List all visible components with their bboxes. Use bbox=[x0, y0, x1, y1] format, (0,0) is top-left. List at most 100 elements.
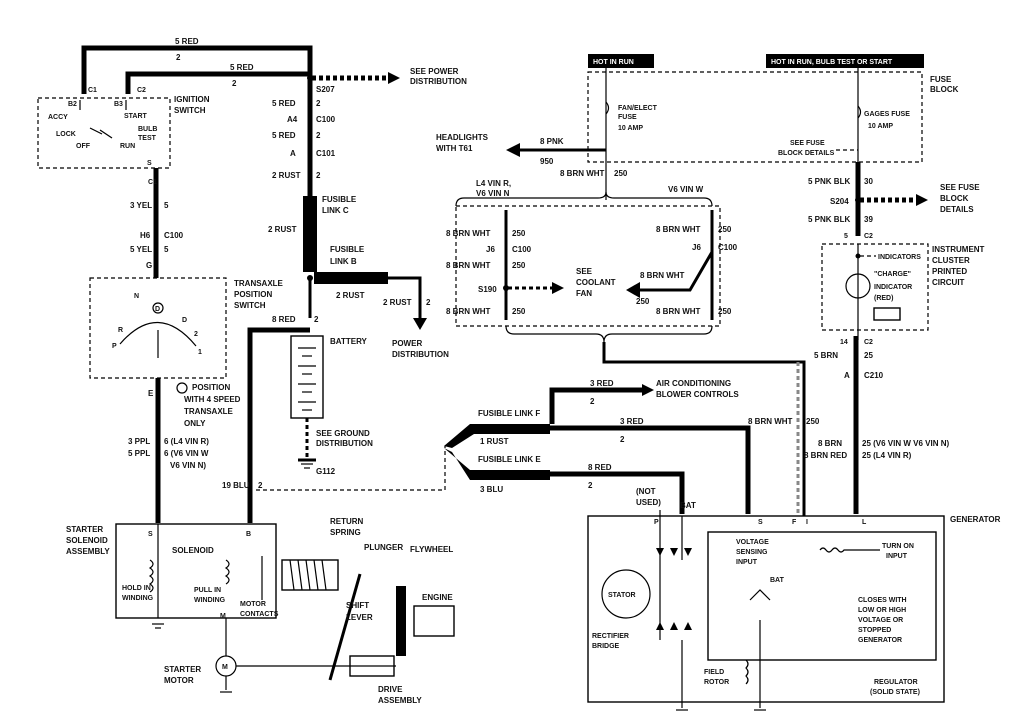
right-column-brnred8-label: 8 BRN RED bbox=[804, 451, 847, 460]
right-column-red-label: (RED) bbox=[874, 295, 893, 302]
lower-mid-fusible-f-label: FUSIBLE LINK F bbox=[478, 409, 540, 418]
left-column-power-2-label: DISTRIBUTION bbox=[392, 350, 449, 359]
generator-p-label: P bbox=[654, 519, 659, 526]
generator-i-label: I bbox=[806, 519, 808, 526]
hot-in-run-bulb-header: HOT IN RUN, BULB TEST OR START bbox=[766, 54, 924, 68]
middle-headlights-2-label: WITH T61 bbox=[436, 144, 473, 153]
starter-b-label: B bbox=[246, 531, 251, 538]
ignition-run-label: RUN bbox=[120, 143, 135, 150]
starter-pull-1-label: PULL IN bbox=[194, 587, 221, 594]
generator-regulator-1-label: REGULATOR bbox=[874, 679, 918, 686]
middle-brnwht-l3-label: 8 BRN WHT bbox=[446, 307, 491, 316]
ignition-b2-label: B2 bbox=[68, 101, 77, 108]
right-column-pnkblk5-a-label: 5 PNK BLK bbox=[808, 177, 850, 186]
middle-brnwht-r3-label: 8 BRN WHT bbox=[656, 307, 701, 316]
ignition-title-2-label: SWITCH bbox=[174, 106, 206, 115]
fuse-block-label-2-label: BLOCK bbox=[930, 85, 959, 94]
middle-n250-top-label: 250 bbox=[614, 169, 628, 178]
right-column-c2-bot-label: C2 bbox=[864, 339, 873, 346]
ignition-switch: C1 C2 B2 B3 ACCY LOCK OFF RUN START BULB… bbox=[37, 87, 210, 169]
generator-closes-4-label: STOPPED bbox=[858, 627, 891, 634]
lower-mid-two-c-label: 2 bbox=[588, 481, 593, 490]
middle-n250-r3-label: 250 bbox=[718, 307, 732, 316]
left-column-fusible-b-2-label: LINK B bbox=[330, 257, 357, 266]
instrument-cluster-feed: 5 PNK BLK 30 S204 SEE FUSE BLOCK DETAILS… bbox=[804, 162, 985, 514]
lower-mid-fusible-e-label: FUSIBLE LINK E bbox=[478, 455, 541, 464]
main-feed-column: 5 RED 2 A4 C100 5 RED 2 A C101 2 RUST 2 … bbox=[247, 80, 449, 523]
right-column-charge-1-label: "CHARGE" bbox=[874, 271, 911, 278]
fuse-block-gages-fuse-label: GAGES FUSE bbox=[864, 111, 910, 118]
generator-s-label: S bbox=[758, 519, 763, 526]
transaxle-note-1-label: POSITION bbox=[192, 383, 230, 392]
middle-brnwht-l1-label: 8 BRN WHT bbox=[446, 229, 491, 238]
left-column-two-g-label: 2 bbox=[314, 315, 319, 324]
ignition-accy-label: ACCY bbox=[48, 114, 68, 121]
generator-regulator-2-label: (SOLID STATE) bbox=[870, 689, 920, 696]
transaxle-c1-label: C1 bbox=[148, 179, 157, 186]
middle-j6-r-label: J6 bbox=[692, 243, 701, 252]
middle-n950-label: 950 bbox=[540, 157, 554, 166]
starter-m-label: M bbox=[220, 613, 226, 620]
middle-c100-l-label: C100 bbox=[512, 245, 532, 254]
generator-not-used-2-label: USED) bbox=[636, 498, 661, 507]
right-column-cluster-1-label: INSTRUMENT bbox=[932, 245, 985, 254]
generator-turn-1-label: TURN ON bbox=[882, 543, 914, 550]
middle-n250-r2-label: 250 bbox=[636, 297, 650, 306]
right-column-s204-label: S204 bbox=[830, 197, 849, 206]
top-wires-see-power-2-label: DISTRIBUTION bbox=[410, 77, 467, 86]
transaxle-five-b-label: 5 bbox=[164, 245, 169, 254]
left-column-a-label: A bbox=[290, 149, 296, 158]
fuse-block-see-fuse-1-label: SEE FUSE bbox=[790, 140, 825, 147]
generator-voltage-3-label: INPUT bbox=[736, 559, 758, 566]
right-column-a-label: A bbox=[844, 371, 850, 380]
middle-brnwht-r1-label: 8 BRN WHT bbox=[656, 225, 701, 234]
left-column-two-f-label: 2 bbox=[426, 298, 431, 307]
starter-motor-2-label: MOTOR bbox=[164, 676, 194, 685]
transaxle-title-2-label: POSITION bbox=[234, 290, 272, 299]
ignition-bulb-label: BULB bbox=[138, 126, 157, 133]
right-column-c2-top-label: C2 bbox=[864, 233, 873, 240]
left-column-ground-1-label: SEE GROUND bbox=[316, 429, 370, 438]
left-column-rust2-a-label: 2 RUST bbox=[272, 171, 301, 180]
left-column-two-d-label: 2 bbox=[316, 131, 321, 140]
fuse-block-fan-fuse-2-label: FUSE bbox=[618, 114, 637, 121]
middle-n250-l1-label: 250 bbox=[512, 229, 526, 238]
ignition-c2-label: C2 bbox=[137, 87, 146, 94]
left-column-red5-d-label: 5 RED bbox=[272, 131, 296, 140]
generator-field-2-label: ROTOR bbox=[704, 679, 729, 686]
fuse-block-gages-amp-label: 10 AMP bbox=[868, 123, 893, 130]
lower-mid-red8-label: 8 RED bbox=[588, 463, 612, 472]
ignition-off-label: OFF bbox=[76, 143, 91, 150]
generator-closes-3-label: VOLTAGE OR bbox=[858, 617, 903, 624]
transaxle-g-label: G bbox=[146, 261, 152, 270]
fuse-block-fan-amp-label: 10 AMP bbox=[618, 125, 643, 132]
right-column-brn5-label: 5 BRN bbox=[814, 351, 838, 360]
starter-plunger-label: PLUNGER bbox=[364, 543, 403, 552]
transaxle-note-2-label: WITH 4 SPEED bbox=[184, 395, 241, 404]
starter-shift-1-label: SHIFT bbox=[346, 601, 369, 610]
starter-return-1-label: RETURN bbox=[330, 517, 364, 526]
middle-brnwht-l2-label: 8 BRN WHT bbox=[446, 261, 491, 270]
middle-coolant-1-label: SEE bbox=[576, 267, 593, 276]
generator-field-1-label: FIELD bbox=[704, 669, 724, 676]
right-column-pnkblk5-b-label: 5 PNK BLK bbox=[808, 215, 850, 224]
starter-flywheel-label: FLYWHEEL bbox=[410, 545, 453, 554]
middle-v6w-label: V6 VIN W bbox=[668, 185, 704, 194]
right-column-see-fuse-1-label: SEE FUSE bbox=[940, 183, 980, 192]
generator-rectifier-2-label: BRIDGE bbox=[592, 643, 620, 650]
left-column-rust2-d-label: 2 RUST bbox=[383, 298, 412, 307]
dashed-blu-wire bbox=[256, 446, 446, 491]
middle-coolant-2-label: COOLANT bbox=[576, 278, 616, 287]
middle-n250-r1-label: 250 bbox=[718, 225, 732, 234]
generator-closes-2-label: LOW OR HIGH bbox=[858, 607, 906, 614]
transaxle-c100-label: C100 bbox=[164, 231, 184, 240]
right-column-n30-label: 30 bbox=[864, 177, 873, 186]
left-column-red5-c-label: 5 RED bbox=[272, 99, 296, 108]
starter-motor-c-1-label: MOTOR bbox=[240, 601, 266, 608]
right-column-fourteen-label: 14 bbox=[840, 339, 848, 346]
starter-motor-1-label: STARTER bbox=[164, 665, 201, 674]
right-column-see-fuse-2-label: BLOCK bbox=[940, 194, 969, 203]
transaxle-title-1-label: TRANSAXLE bbox=[234, 279, 284, 288]
blu19-label: 19 BLU bbox=[222, 481, 250, 490]
lower-mid-n250-label: 250 bbox=[806, 417, 820, 426]
